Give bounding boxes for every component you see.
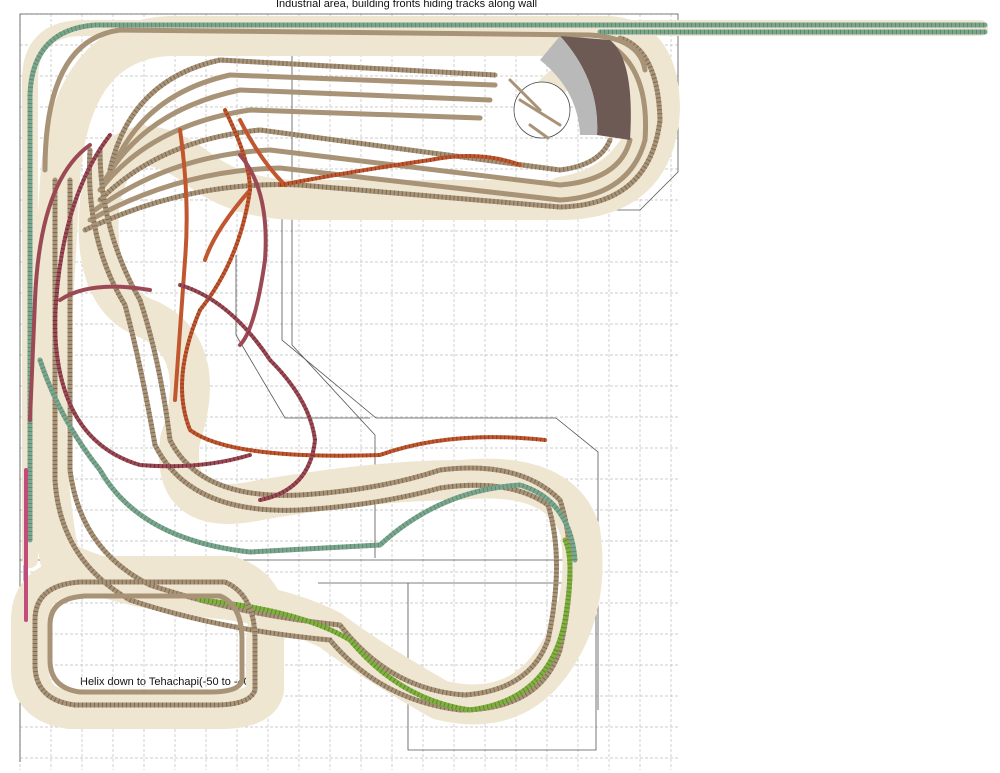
- industrial-area-label: Industrial area, building fronts hiding …: [276, 0, 538, 10]
- maroon-tracks: [28, 133, 318, 502]
- branch-lines: [173, 108, 547, 458]
- teal-loop: [37, 357, 578, 563]
- mainline-loop: [42, 27, 648, 713]
- green-track: [197, 537, 573, 713]
- top-thru-track: [27, 22, 988, 543]
- helix-label: Helix down to Tehachapi(-50 to -400): [80, 676, 260, 688]
- helix-tracks: [32, 579, 258, 708]
- roundhouse: [508, 36, 631, 140]
- track-layer: [24, 22, 988, 713]
